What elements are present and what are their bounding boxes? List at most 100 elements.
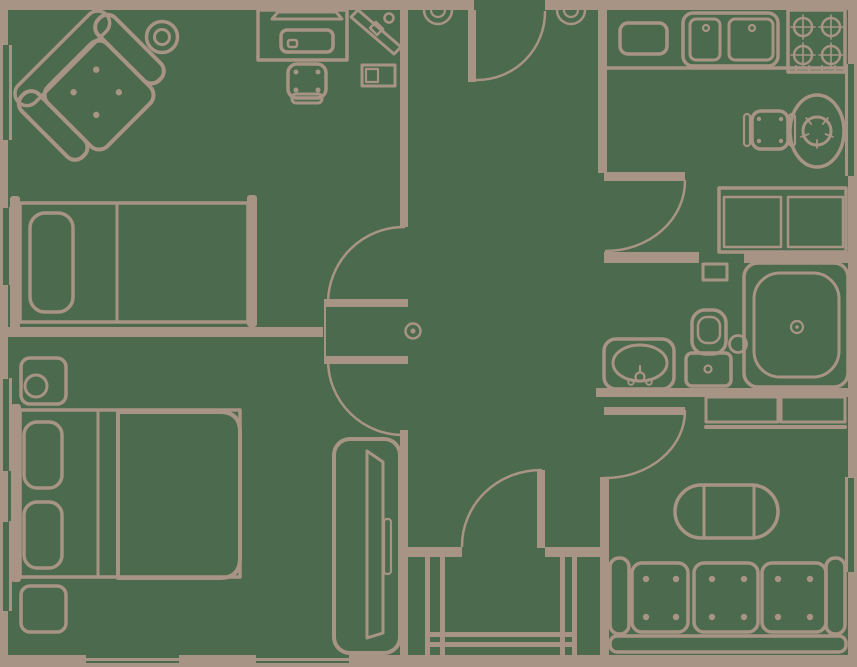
cushion1-dot-2 (672, 575, 680, 583)
sconce-left-inner-icon (429, 8, 447, 19)
wall-knob-dot (410, 328, 416, 334)
desk-chair-dot-3 (293, 87, 299, 93)
plant-stand-inner (153, 28, 171, 46)
vanity (602, 337, 676, 391)
cushion2-dot-4 (740, 613, 748, 621)
double-bed-duvet (116, 410, 242, 580)
dining-chair-dot-4 (778, 138, 784, 144)
wall-living-room (600, 477, 609, 657)
wall-top-left (0, 0, 474, 10)
wall-bottom-seg1 (0, 655, 86, 667)
tv-corner (349, 8, 403, 56)
sofa-button-2 (93, 66, 100, 73)
window-left-4-outer (0, 521, 3, 611)
double-bed-headboard (11, 404, 21, 582)
tv-knob-icon (383, 12, 395, 24)
sink-basin-right (727, 17, 775, 62)
plant-leaf-3 (800, 133, 810, 138)
single-bed-footboard (247, 195, 257, 327)
cushion1-dot-3 (642, 613, 650, 621)
sofa-button-4 (115, 89, 123, 96)
desk-chair-back (290, 92, 324, 105)
door-arc-bedroom1 (326, 225, 406, 305)
porch-step-2 (430, 642, 577, 647)
wall-right-seg1 (848, 0, 857, 64)
wall-left-seg5 (0, 611, 8, 667)
door-arc-entry (460, 468, 543, 548)
door-leaf-living-room (604, 407, 685, 415)
porch-rail-1 (425, 557, 430, 655)
wardrobe-mirror (365, 449, 385, 640)
sofa-cushion-3 (760, 561, 828, 634)
sofa-arm-left (608, 556, 631, 636)
desk (256, 8, 349, 62)
toilet-flush-dot (703, 364, 713, 374)
wall-bedroom-divider (0, 327, 323, 337)
tv-mount (368, 20, 385, 37)
living-closet-panel-left (704, 395, 780, 424)
single-bed-headboard (10, 196, 20, 329)
cushion1-dot-4 (672, 613, 680, 621)
dining-table (788, 93, 846, 169)
cushion3-dot-2 (806, 575, 814, 583)
desk-chair-dot-4 (315, 87, 321, 93)
bathtub (742, 261, 850, 389)
sofa-button-1 (70, 89, 77, 96)
window-right-2-inner (845, 477, 848, 572)
media-shelf (360, 63, 397, 88)
sink-faucet-right (747, 23, 757, 33)
corridor-closet-panel-left (722, 195, 783, 249)
wall-left-seg4 (0, 471, 8, 522)
plant-leaf-4 (805, 117, 813, 125)
wall-entry-right (545, 547, 609, 557)
porch-rail-2 (440, 557, 445, 655)
window-left-1-outer (0, 45, 3, 140)
media-shelf-inner (364, 67, 380, 84)
wall-bathroom-top-right (744, 252, 848, 263)
bathtub-drain (789, 319, 805, 335)
corridor-closet-panel-right (786, 195, 845, 249)
window-bottom-2-inner (256, 658, 349, 661)
porch-rail-3 (560, 557, 565, 655)
double-bed-pillow-2 (22, 500, 64, 570)
door-arc-living-room (602, 409, 687, 480)
desk-chair-dot-2 (315, 69, 321, 75)
door-arc-bedroom2 (326, 358, 406, 437)
wall-bottom-seg3 (349, 655, 857, 667)
bathroom-sliding-door (701, 262, 729, 282)
toilet-bowl-inner (696, 315, 722, 345)
window-bottom-1-inner (86, 658, 179, 661)
sofa-base (608, 634, 848, 654)
door-arc-front (475, 10, 547, 82)
wall-bathroom-bottom (596, 388, 857, 397)
window-bottom-1-outer (86, 663, 179, 667)
wall-kitchen (598, 10, 607, 173)
door-leaf-front (468, 10, 476, 82)
porch-rail-4 (572, 557, 577, 655)
window-left-1-inner (9, 45, 12, 140)
dining-chair-arm-left (742, 112, 752, 148)
cutting-board (618, 21, 669, 56)
wardrobe-handle (382, 517, 393, 576)
sofa-cushion-1 (630, 561, 690, 634)
wall-left-seg2 (0, 140, 8, 208)
vanity-handle-left (627, 378, 635, 386)
plant-stand-outer (144, 19, 180, 55)
window-left-3-inner (9, 378, 12, 471)
door-leaf-bedroom1 (324, 299, 408, 307)
cushion3-dot-1 (774, 575, 782, 583)
dining-chair-dot-1 (756, 116, 762, 122)
plant-leaf-5 (821, 117, 829, 125)
cushion3-dot-3 (774, 613, 782, 621)
window-left-3-outer (0, 378, 3, 471)
sink-faucet-left (701, 23, 711, 33)
wall-knob-icon (404, 322, 422, 340)
wall-right-seg3 (848, 572, 857, 667)
wardrobe (332, 437, 402, 655)
cushion2-dot-2 (740, 575, 748, 583)
window-right-2-outer (854, 477, 857, 572)
sofa-cushion-2 (692, 561, 760, 634)
living-closet-panel-right (779, 395, 847, 424)
